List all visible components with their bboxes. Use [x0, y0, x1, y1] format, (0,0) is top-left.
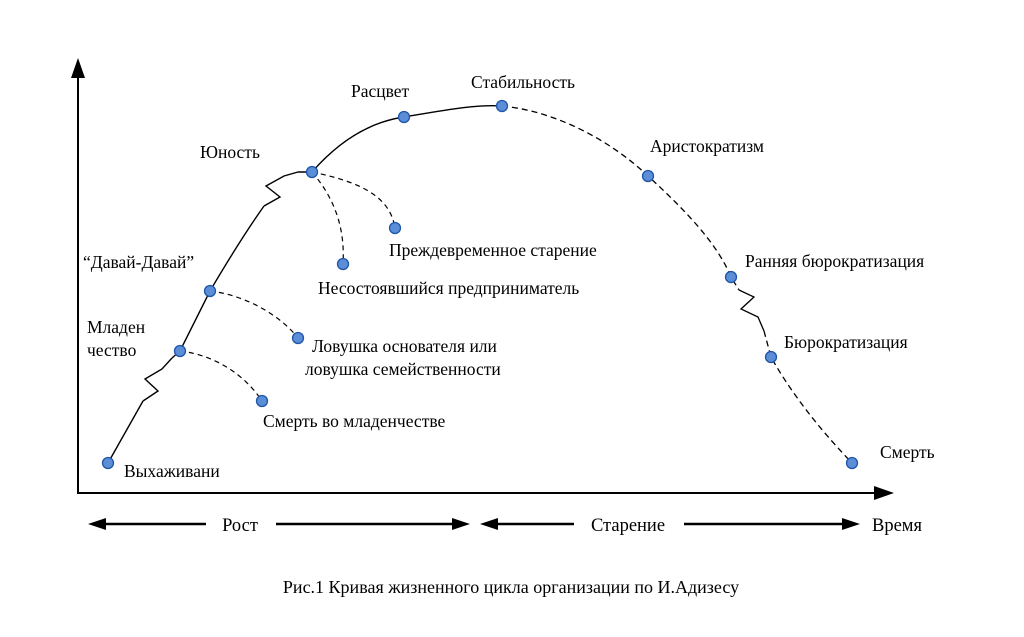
- aging-curve-zigzag: [738, 289, 765, 332]
- aging-phase-label: Старение: [591, 516, 665, 536]
- aging-curve-segment-2: [763, 330, 853, 464]
- growth-curve-zigzag-1: [142, 357, 173, 402]
- aging-curve-segment-1: [501, 105, 740, 291]
- growth-curve-segment-2: [171, 205, 265, 359]
- growth-arrow-left-icon: [88, 518, 106, 530]
- trap-label-nesostoyavshiisya: Несостоявшийся предприниматель: [318, 278, 579, 298]
- stage-label-mladenchestvo-line2: чество: [87, 340, 137, 360]
- y-axis-arrow-icon: [71, 58, 85, 78]
- figure-caption: Рис.1 Кривая жизненного цикла организаци…: [283, 577, 739, 597]
- stage-label-vyhazhivanie: Выхаживани: [124, 461, 220, 481]
- stage-label-byurokratizatsiya: Бюрократизация: [784, 332, 908, 352]
- stage-label-rannyaya-byurokratizatsiya: Ранняя бюрократизация: [745, 251, 924, 271]
- x-axis-arrow-icon: [874, 486, 894, 500]
- stage-point-davai-davai: [203, 284, 217, 298]
- trap-point-prezhdevremennoe: [388, 221, 402, 235]
- stage-point-smert: [845, 456, 859, 470]
- stage-point-stabilnost: [495, 99, 509, 113]
- stage-point-aristokratizm: [641, 169, 655, 183]
- stage-point-yunost: [305, 165, 319, 179]
- growth-curve-zigzag-2: [263, 171, 299, 207]
- branch-lovushka: [209, 290, 299, 339]
- trap-label-prezhdevremennoe: Преждевременное старение: [389, 240, 597, 260]
- trap-label-smert-mladenchestve: Смерть во младенчестве: [263, 411, 445, 431]
- branch-nesostoyavshiisya: [311, 171, 344, 265]
- trap-point-nesostoyavshiisya: [336, 257, 350, 271]
- growth-curve-segment-1: [107, 400, 144, 464]
- trap-label-lovushka-line1: Ловушка основателя или: [312, 336, 497, 356]
- stage-point-rannyaya-byurokratizatsiya: [724, 270, 738, 284]
- aging-arrow-right-icon: [842, 518, 860, 530]
- growth-arrow-right-icon: [452, 518, 470, 530]
- growth-phase-label: Рост: [222, 516, 258, 536]
- branch-smert-mladenchestve: [179, 350, 263, 402]
- stage-point-byurokratizatsiya: [764, 350, 778, 364]
- trap-point-smert-mladenchestve: [255, 394, 269, 408]
- stage-label-stabilnost: Стабильность: [471, 72, 575, 92]
- stage-label-rascvet: Расцвет: [351, 81, 410, 101]
- stage-label-aristokratizm: Аристократизм: [650, 136, 764, 156]
- trap-point-lovushka: [291, 331, 305, 345]
- stage-point-vyhazhivanie: [101, 456, 115, 470]
- time-axis-label: Время: [872, 516, 923, 536]
- stage-point-mladenchestvo: [173, 344, 187, 358]
- trap-label-lovushka-line2: ловушка семейственности: [305, 359, 501, 379]
- stage-point-rascvet: [397, 110, 411, 124]
- stage-label-yunost: Юность: [200, 142, 260, 162]
- stage-label-mladenchestvo-line1: Младен: [87, 317, 145, 337]
- branch-prezhdevremennoe: [311, 171, 396, 229]
- stage-label-smert: Смерть: [880, 442, 935, 462]
- stage-label-davai-davai: “Давай-Давай”: [83, 252, 194, 272]
- aging-arrow-left-icon: [480, 518, 498, 530]
